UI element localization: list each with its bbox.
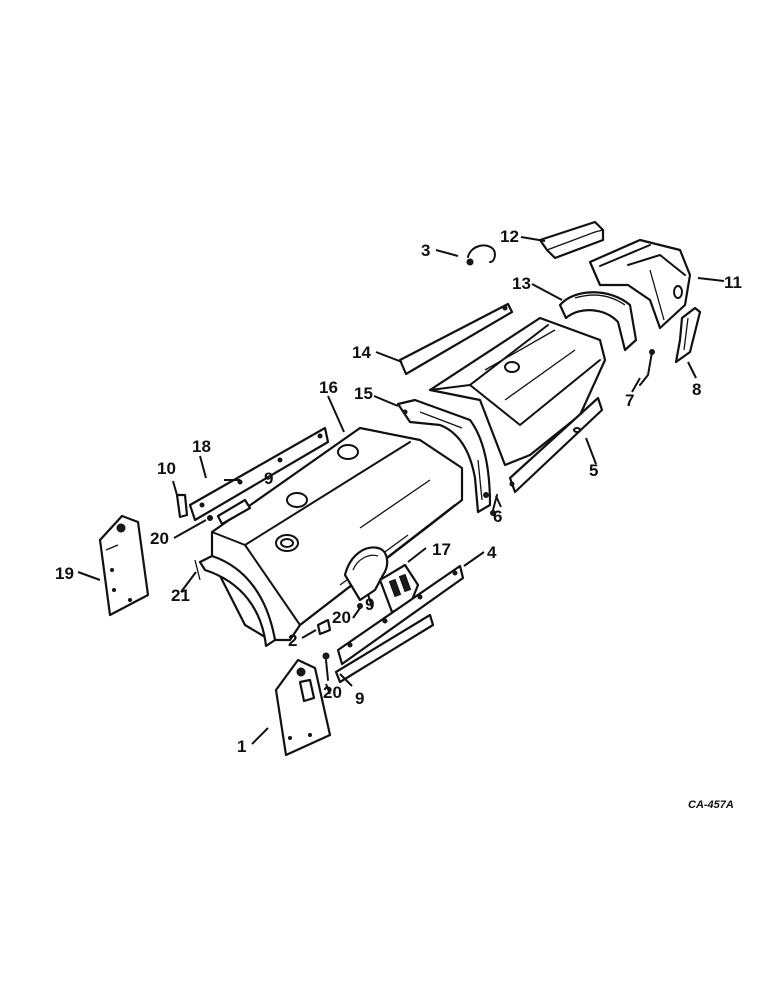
callout-9-middle: 9 xyxy=(365,595,374,614)
callout-13: 13 xyxy=(512,274,531,293)
rod-part-7 xyxy=(639,349,655,386)
callout-20-middle: 20 xyxy=(332,608,351,627)
callout-labels: 1 2 3 4 5 6 7 8 9 9 9 10 11 12 13 14 15 … xyxy=(55,227,742,756)
strip-part-14 xyxy=(398,302,514,376)
curved-bracket-part-13 xyxy=(558,291,638,352)
callout-15: 15 xyxy=(354,384,373,403)
callout-16: 16 xyxy=(319,378,338,397)
callout-18: 18 xyxy=(192,437,211,456)
callout-1: 1 xyxy=(237,737,246,756)
side-bracket-part-8 xyxy=(674,306,702,364)
callout-9-lower: 9 xyxy=(355,689,364,708)
side-strip-part-5 xyxy=(508,396,604,494)
pin-part-10 xyxy=(175,493,189,519)
callout-9-upper: 9 xyxy=(264,469,273,488)
fastener-part-20-lower xyxy=(322,652,330,681)
side-panel-part-1 xyxy=(274,658,332,757)
bolt-part-6 xyxy=(490,494,498,516)
callout-12: 12 xyxy=(500,227,519,246)
rail-part-18 xyxy=(188,426,330,522)
bolt-part-2 xyxy=(316,618,332,636)
callout-5: 5 xyxy=(589,461,598,480)
drawing-code: CA-457A xyxy=(688,799,734,811)
plate-part-9-upper xyxy=(216,498,252,526)
frame-part-15 xyxy=(396,398,492,514)
callout-20-lower: 20 xyxy=(323,683,342,702)
callout-3: 3 xyxy=(421,241,430,260)
callout-21: 21 xyxy=(171,586,190,605)
strip-part-4 xyxy=(334,564,465,684)
callout-4: 4 xyxy=(487,543,497,562)
callout-20-upper: 20 xyxy=(150,529,169,548)
fastener-part-20-upper xyxy=(207,515,213,521)
callout-2: 2 xyxy=(288,631,297,650)
callout-19: 19 xyxy=(55,564,74,583)
bracket-part-12 xyxy=(538,220,605,260)
middle-hood xyxy=(428,316,607,467)
callout-7: 7 xyxy=(625,391,634,410)
arch-part-21 xyxy=(194,554,277,648)
fastener-part-20-middle xyxy=(357,603,363,609)
callout-6: 6 xyxy=(493,507,502,526)
leader-lines xyxy=(77,236,725,745)
callout-17: 17 xyxy=(432,540,451,559)
rear-hood-part-11 xyxy=(588,238,692,330)
callout-14: 14 xyxy=(352,343,371,362)
callout-10: 10 xyxy=(157,459,176,478)
side-panel-part-19 xyxy=(98,514,150,617)
callout-11: 11 xyxy=(724,273,742,292)
callout-8: 8 xyxy=(692,380,701,399)
clip-part-3 xyxy=(466,244,496,266)
